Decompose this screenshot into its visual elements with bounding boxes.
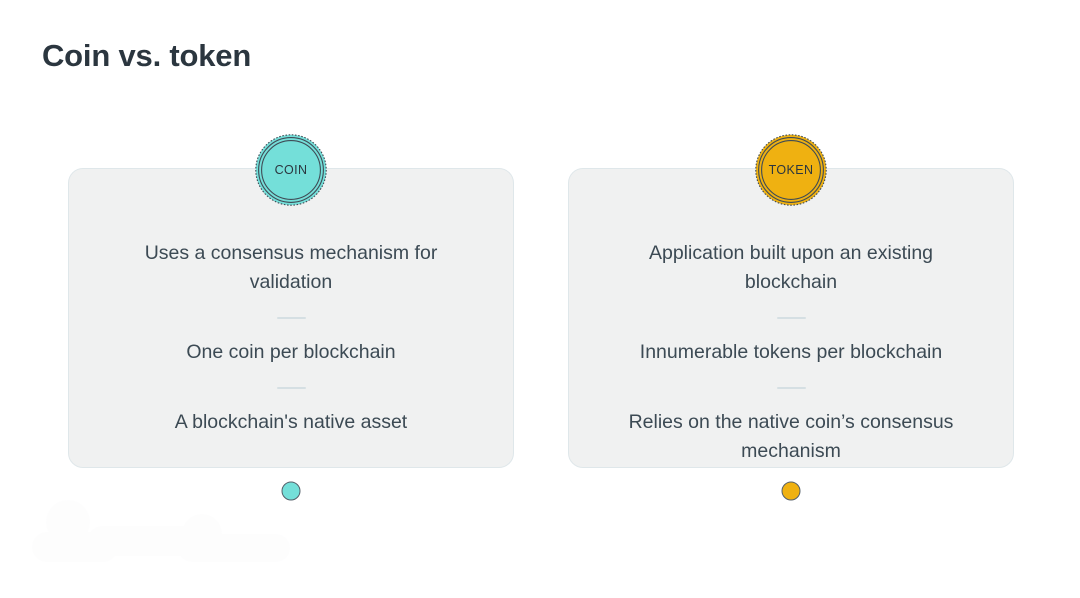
page-title: Coin vs. token	[42, 38, 252, 73]
token-medallion-icon: TOKEN	[754, 133, 828, 207]
watermark-logo	[28, 500, 298, 568]
token-fact-list: Application built upon an existing block…	[569, 239, 1013, 466]
token-fact-3: Relies on the native coin’s consensus me…	[628, 411, 954, 462]
coin-badge-label: COIN	[274, 163, 308, 177]
token-card: Application built upon an existing block…	[568, 168, 1014, 501]
coin-divider-2	[276, 387, 306, 389]
coin-fact-2: One coin per blockchain	[186, 341, 396, 363]
token-badge-label: TOKEN	[768, 163, 814, 177]
token-divider-1	[776, 317, 806, 319]
token-divider-2	[776, 387, 806, 389]
coin-card: Uses a consensus mechanism for validatio…	[68, 168, 514, 501]
coin-dot-icon	[281, 481, 301, 501]
coin-fact-3: A blockchain's native asset	[174, 411, 408, 433]
coin-divider-1	[276, 317, 306, 319]
coin-fact-list: Uses a consensus mechanism for validatio…	[69, 239, 513, 437]
token-dot-icon	[781, 481, 801, 501]
coin-medallion-icon: COIN	[254, 133, 328, 207]
token-fact-2: Innumerable tokens per blockchain	[639, 341, 943, 363]
token-fact-1: Application built upon an existing block…	[648, 242, 934, 293]
coin-fact-1: Uses a consensus mechanism for validatio…	[144, 242, 438, 293]
